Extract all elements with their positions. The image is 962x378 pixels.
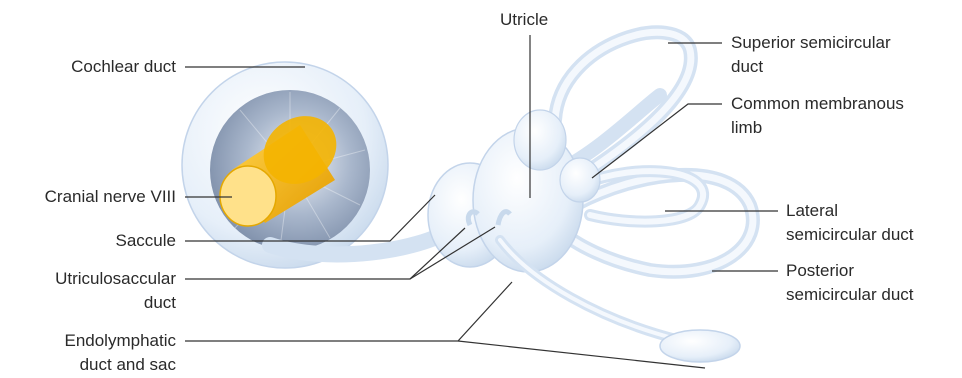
label-superior-line2: duct <box>731 55 763 79</box>
label-cochlear-duct: Cochlear duct <box>0 55 176 79</box>
label-lateral-line2: semicircular duct <box>786 223 914 247</box>
label-common-line1: Common membranous <box>731 92 904 116</box>
label-lateral-line1: Lateral <box>786 199 838 223</box>
label-posterior-line1: Posterior <box>786 259 854 283</box>
label-utriculosaccular-line1: Utriculosaccular <box>0 267 176 291</box>
label-cranial-nerve: Cranial nerve VIII <box>0 185 176 209</box>
label-utriculosaccular-line2: duct <box>0 291 176 315</box>
label-endolymphatic-line2: duct and sac <box>0 353 176 377</box>
label-posterior-line2: semicircular duct <box>786 283 914 307</box>
label-endolymphatic-line1: Endolymphatic <box>0 329 176 353</box>
endolymphatic-sac <box>660 330 740 362</box>
label-utricle: Utricle <box>500 8 548 32</box>
label-saccule: Saccule <box>0 229 176 253</box>
label-superior-line1: Superior semicircular <box>731 31 891 55</box>
label-common-line2: limb <box>731 116 762 140</box>
